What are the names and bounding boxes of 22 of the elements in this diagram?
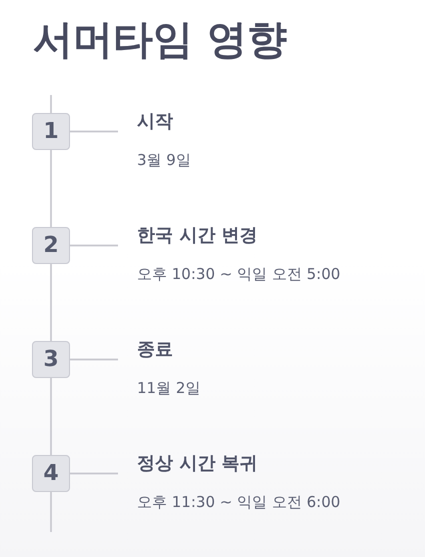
- connector-line: [70, 244, 118, 246]
- connector-line: [70, 358, 118, 360]
- step-title: 한국 시간 변경: [137, 224, 259, 248]
- step-time: 오후 11:30 ~ 익일 오전 6:00: [137, 492, 340, 512]
- connector-line: [70, 130, 118, 132]
- step-number-box: 3: [32, 341, 70, 378]
- timeline-line: [50, 150, 52, 227]
- step-number-box: 4: [32, 455, 70, 492]
- step-time: 11월 2일: [137, 378, 200, 398]
- title: 서머타임 영향: [33, 16, 287, 65]
- timeline-line: [50, 378, 52, 455]
- connector-line: [70, 472, 118, 474]
- step-number-box: 2: [32, 227, 70, 264]
- step-title: 정상 시간 복귀: [137, 452, 259, 476]
- step-time: 오후 10:30 ~ 익일 오전 5:00: [137, 264, 340, 284]
- step-title: 종료: [137, 338, 174, 362]
- timeline-line: [50, 492, 52, 532]
- step-time: 3월 9일: [137, 150, 191, 170]
- step-title: 시작: [137, 110, 174, 134]
- timeline-line: [50, 264, 52, 341]
- timeline-line: [50, 95, 52, 113]
- step-number-box: 1: [32, 113, 70, 150]
